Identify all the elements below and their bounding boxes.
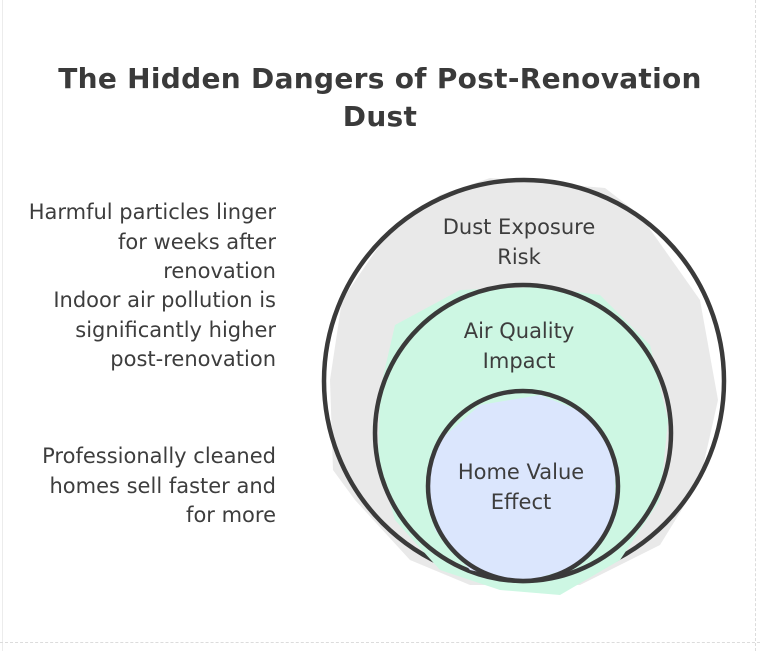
note-particles: Harmful particles linger for weeks after…	[28, 200, 276, 283]
label-home-value-line2: Effect	[491, 490, 551, 514]
note-air-pollution: Indoor air pollution is significantly hi…	[53, 288, 276, 371]
frame-edge-right	[755, 0, 756, 651]
label-air-quality-line2: Impact	[483, 349, 556, 373]
frame-edge-left	[2, 0, 3, 651]
frame-edge-bottom	[0, 642, 760, 643]
circle-home-value-outline	[425, 388, 621, 584]
label-dust-exposure-line2: Risk	[497, 245, 541, 269]
circle-home-value	[425, 388, 621, 584]
diagram-title: The Hidden Dangers of Post-Renovation Du…	[58, 62, 702, 133]
label-air-quality-line1: Air Quality	[464, 319, 575, 343]
circle-home-value-fill	[428, 395, 615, 582]
note-home-value: Professionally cleaned homes sell faster…	[42, 444, 276, 527]
label-home-value-line1: Home Value	[458, 460, 584, 484]
label-dust-exposure-line1: Dust Exposure	[443, 215, 596, 239]
